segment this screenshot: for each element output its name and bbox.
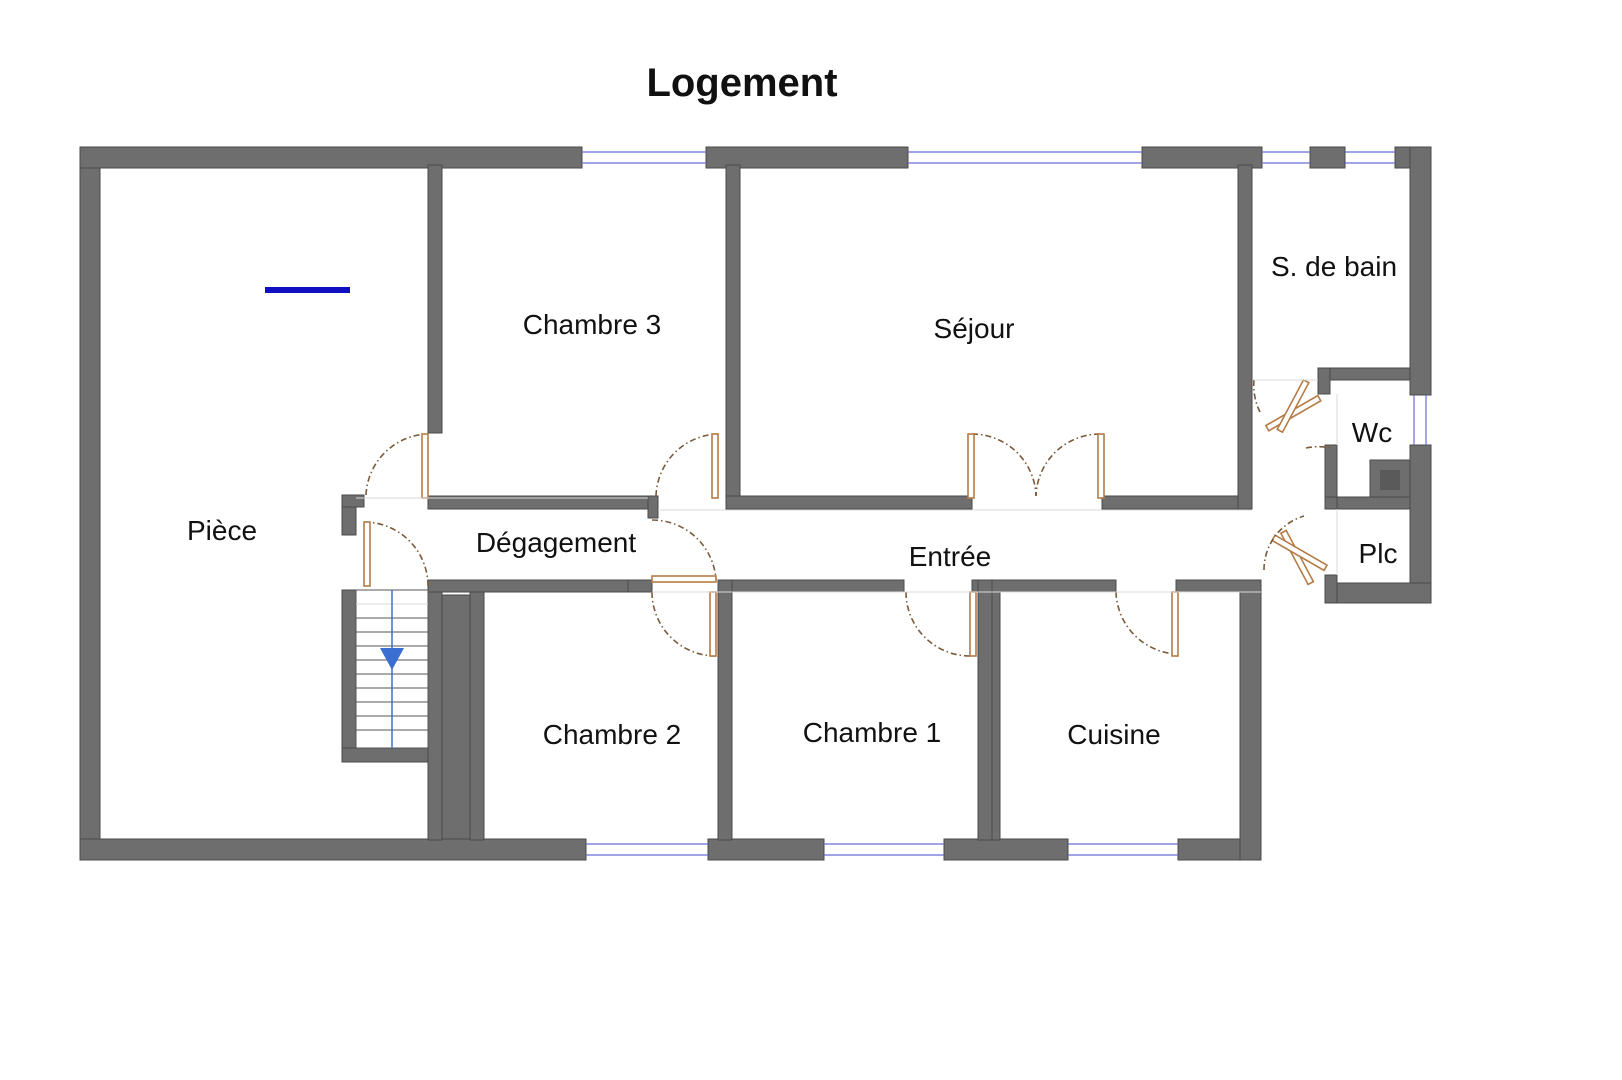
wall-chambre1-cuisine <box>977 579 993 841</box>
label-plc: Plc <box>1359 538 1398 569</box>
door-chambre2 <box>651 591 717 657</box>
thin-openings <box>356 379 1338 593</box>
wall-bottom-2 <box>707 838 825 861</box>
wall-chambre1-top <box>717 579 905 593</box>
window-sdb-2 <box>1345 151 1395 164</box>
label-sejour: Séjour <box>934 313 1015 344</box>
window-chambre3 <box>582 151 706 164</box>
window-wc <box>1413 395 1427 445</box>
wall-column-thick <box>441 594 471 840</box>
wall-wc-left <box>1317 367 1331 395</box>
wall-wc-left-lower <box>1324 444 1338 498</box>
wall-top-2 <box>705 146 909 169</box>
label-entree: Entrée <box>909 541 992 572</box>
wall-top-3 <box>1141 146 1263 169</box>
wall-piece-chambre3 <box>427 164 443 434</box>
wall-bottom-1 <box>79 838 587 861</box>
wall-wc-plc <box>1336 496 1411 510</box>
wall-sdb-bottom <box>1317 367 1411 381</box>
wall-right-bottom <box>1239 582 1262 861</box>
label-sdb: S. de bain <box>1271 251 1397 282</box>
duct-core <box>1380 470 1400 490</box>
door-plc <box>1263 515 1329 586</box>
wall-left <box>79 146 101 861</box>
wall-bottom-3 <box>943 838 1069 861</box>
window-sejour <box>908 151 1142 164</box>
wall-chambre2-top-1 <box>427 579 629 593</box>
wall-column <box>427 589 443 841</box>
wall-cuisine-top-2 <box>1175 579 1262 593</box>
label-degagement: Dégagement <box>476 527 637 558</box>
window-cuisine <box>1068 843 1178 856</box>
wall-right-lower <box>1409 444 1432 604</box>
wall-plc-left <box>1324 574 1338 604</box>
wall-stair-bottom <box>341 747 443 763</box>
label-chambre3: Chambre 3 <box>523 309 662 340</box>
wall-top-1 <box>79 146 583 169</box>
wall-chambre2-top-2 <box>627 579 653 593</box>
door-sejour-left <box>967 433 1037 499</box>
outer-walls <box>79 146 1432 861</box>
wall-right-upper <box>1409 146 1432 396</box>
wall-stair-top <box>341 494 365 508</box>
label-piece: Pièce <box>187 515 257 546</box>
wall-stair-left-lower <box>341 589 357 761</box>
plan-title: Logement <box>646 61 837 105</box>
wall-plc-bottom <box>1324 582 1432 604</box>
wall-chambre3-sejour <box>725 164 741 510</box>
window-sdb-1 <box>1262 151 1310 164</box>
interior-walls <box>341 164 1432 841</box>
door-cuisine <box>1115 591 1179 657</box>
door-piece-upper <box>365 433 429 499</box>
label-chambre1: Chambre 1 <box>803 717 942 748</box>
door-sejour-right <box>1035 433 1105 499</box>
window-chambre2 <box>586 843 708 856</box>
wall-sejour-bottom-2 <box>1101 495 1253 510</box>
door-wc <box>1276 378 1331 449</box>
wall-chambre1-cuisine-b <box>991 591 1001 841</box>
door-degagement <box>651 519 717 583</box>
label-chambre2: Chambre 2 <box>543 719 682 750</box>
door-piece-lower <box>363 521 429 587</box>
window-chambre1 <box>824 843 944 856</box>
stair-down-arrow-icon <box>380 648 404 670</box>
door-chambre1 <box>905 591 977 657</box>
wall-chambre2-left <box>469 589 485 841</box>
wall-top-4 <box>1309 146 1346 169</box>
wall-sejour-sdb <box>1237 164 1253 510</box>
wall-sejour-bottom-1 <box>725 495 973 510</box>
wall-cuisine-top-1 <box>971 579 1117 593</box>
windows <box>582 151 1427 856</box>
door-chambre3 <box>655 433 719 499</box>
room-labels: Pièce Chambre 3 Séjour S. de bain Wc Plc… <box>187 251 1397 750</box>
stairs <box>355 589 429 749</box>
label-cuisine: Cuisine <box>1067 719 1160 750</box>
doors <box>363 378 1331 657</box>
wall-chambre2-chambre1 <box>717 579 733 841</box>
label-wc: Wc <box>1352 417 1392 448</box>
wall-chambre3-bottom-2 <box>647 495 659 519</box>
